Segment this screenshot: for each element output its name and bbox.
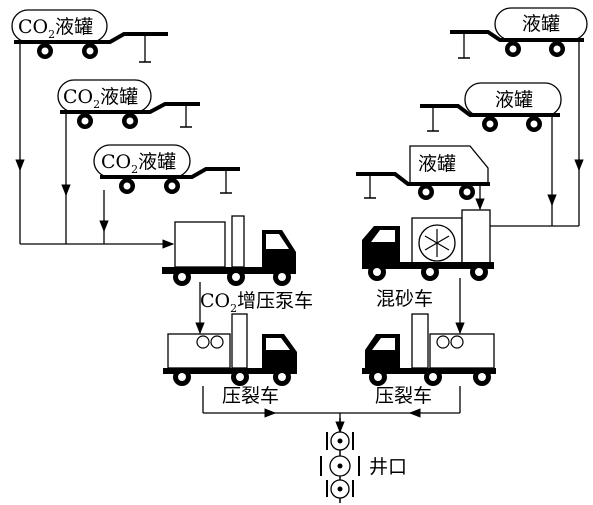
wellhead: 井口: [320, 418, 407, 503]
co2-tank-label-2: CO2液罐: [63, 86, 138, 111]
flow-lines: [15, 42, 584, 434]
co2-tank-trailer-1: CO2液罐: [11, 9, 168, 63]
frac-truck-right: 压裂车: [362, 313, 496, 407]
co2-tank-label-1: CO2液罐: [18, 16, 93, 41]
liquid-tank-label-2: 液罐: [495, 89, 533, 111]
blender-label: 混砂车: [376, 288, 433, 310]
liquid-tank-trailer-2: 液罐: [420, 82, 562, 132]
liquid-tank-label-1: 液罐: [522, 13, 560, 35]
co2-booster-pump-label: CO2增压泵车: [200, 290, 313, 315]
frac-truck-label-left: 压裂车: [222, 385, 279, 407]
liquid-tank-trailer-3: 液罐: [356, 145, 490, 200]
frac-truck-left: 压裂车: [163, 313, 297, 407]
frac-truck-label-right: 压裂车: [375, 385, 432, 407]
co2-tank-trailer-3: CO2液罐: [93, 144, 240, 194]
co2-tank-trailer-2: CO2液罐: [57, 79, 200, 129]
blender-truck: 混砂车: [362, 209, 494, 310]
co2-tank-label-3: CO2液罐: [101, 151, 176, 176]
liquid-tank-label-3: 液罐: [418, 153, 456, 175]
liquid-tank-trailer-1: 液罐: [450, 7, 588, 59]
wellhead-label: 井口: [369, 456, 407, 478]
co2-booster-pump-truck: CO2增压泵车: [162, 215, 313, 315]
